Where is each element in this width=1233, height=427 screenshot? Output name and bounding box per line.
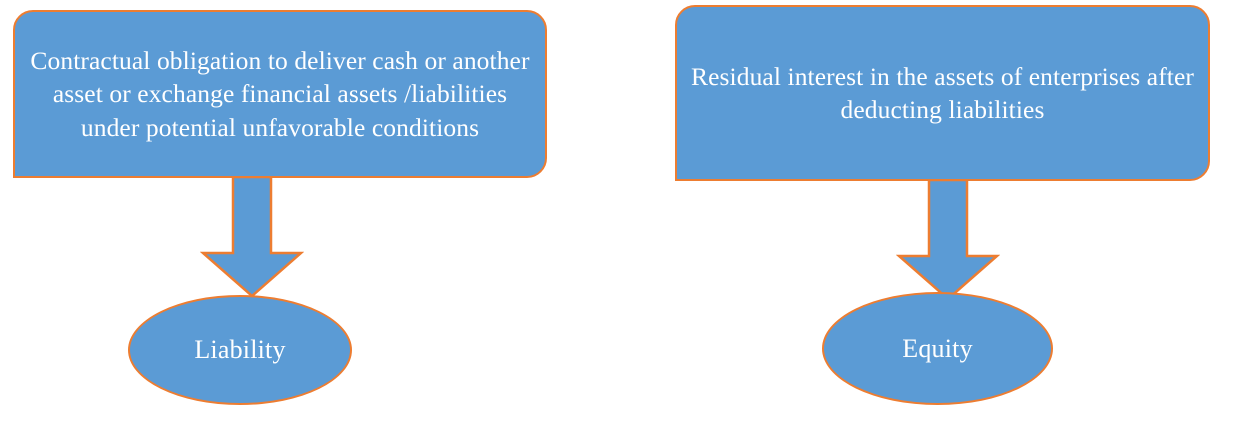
definition-box-liability: Contractual obligation to deliver cash o… [13,10,547,178]
result-node-equity: Equity [822,292,1053,405]
flow-liability: Contractual obligation to deliver cash o… [0,0,600,427]
definition-text-equity: Residual interest in the assets of enter… [691,61,1194,124]
result-label-liability: Liability [194,335,286,365]
down-arrow-icon-equity [896,179,1000,301]
result-node-liability: Liability [128,295,352,405]
definition-box-equity: Residual interest in the assets of enter… [675,5,1210,181]
down-arrow-icon-liability [200,176,304,298]
result-label-equity: Equity [902,333,973,363]
flow-equity: Residual interest in the assets of enter… [660,0,1233,427]
definition-text-liability: Contractual obligation to deliver cash o… [30,46,530,142]
